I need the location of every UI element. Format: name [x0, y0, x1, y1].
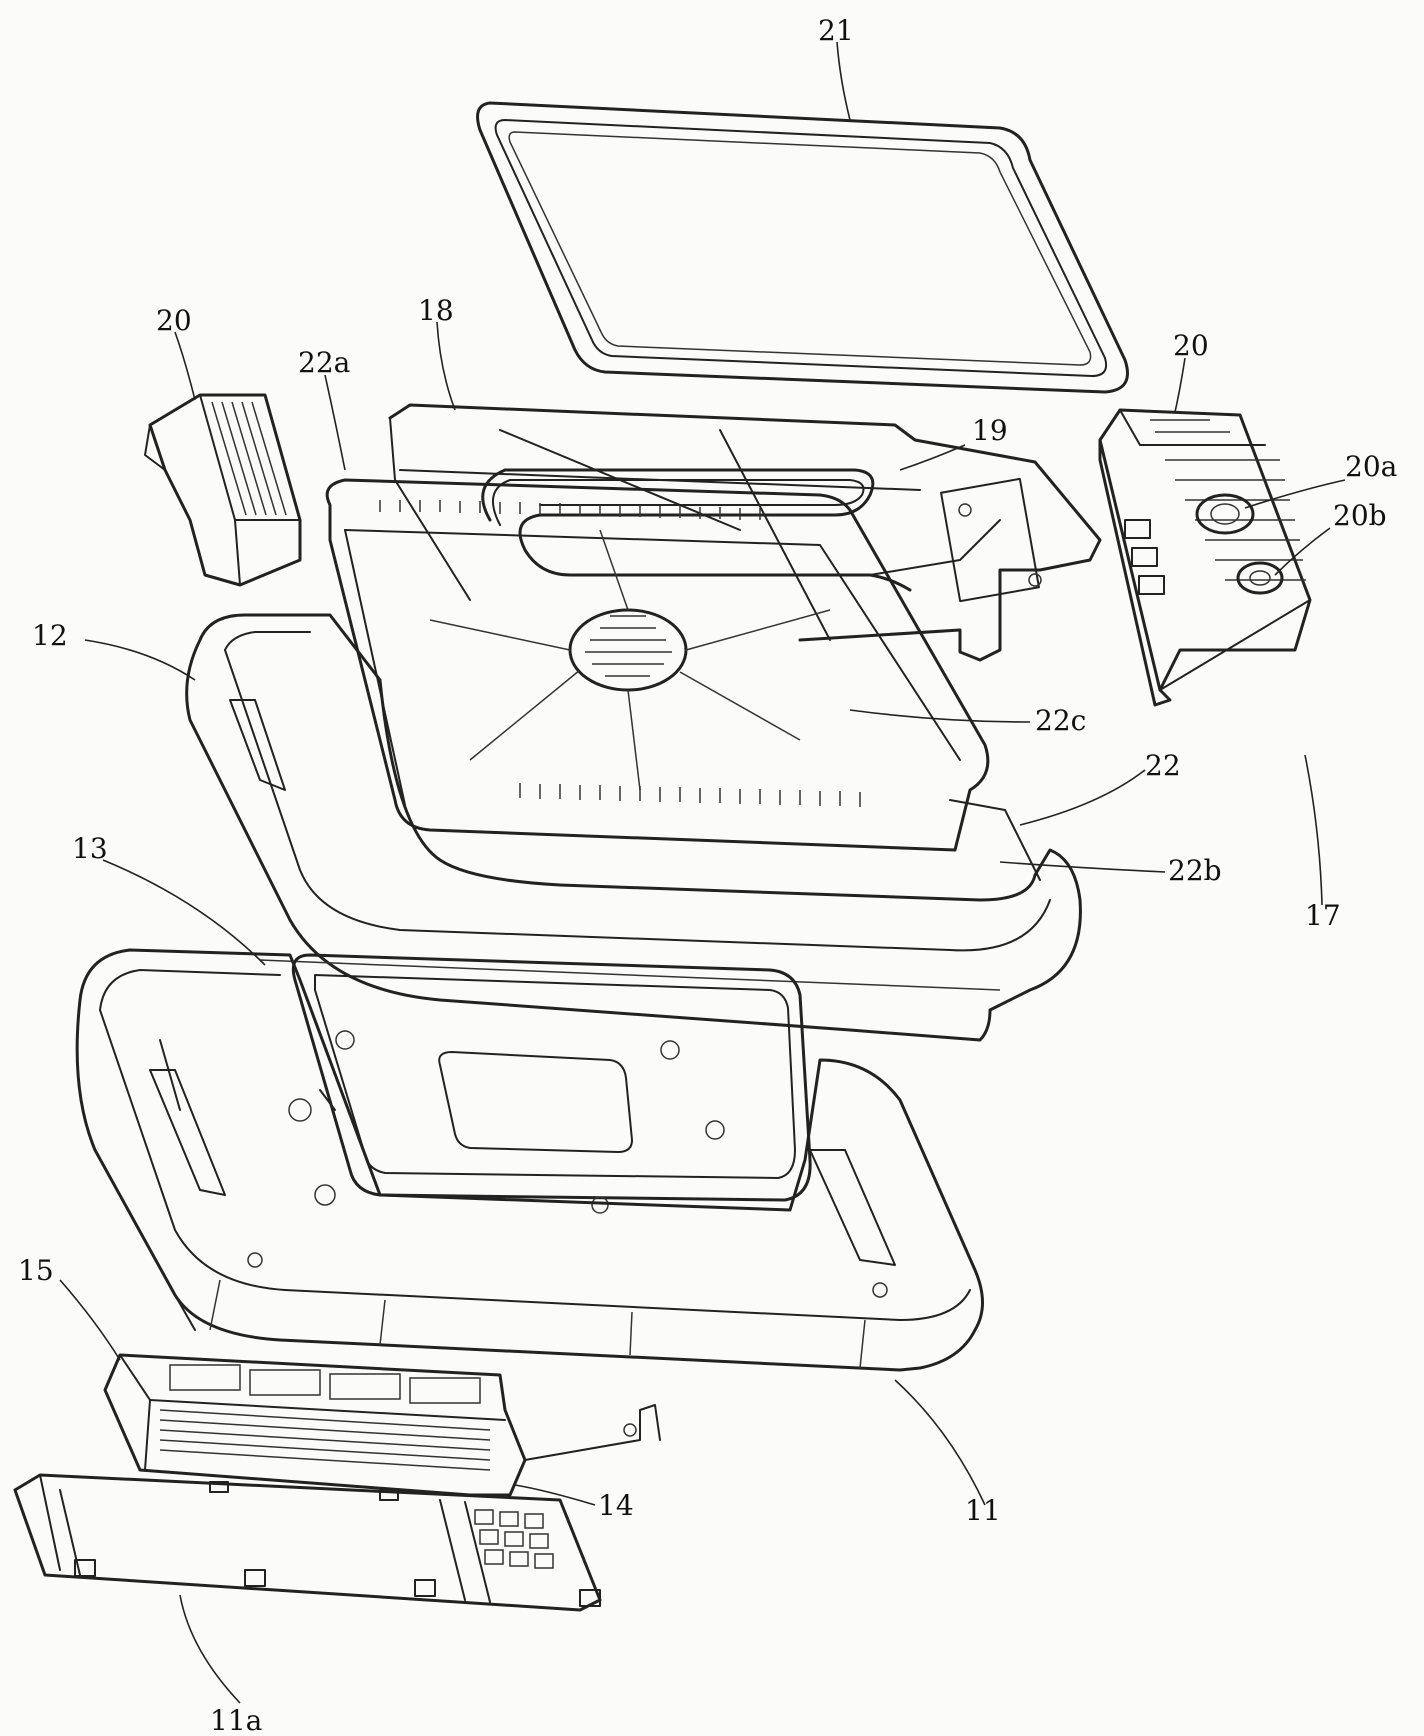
label-20-right: 20: [1173, 329, 1209, 362]
label-18: 18: [418, 294, 454, 327]
part-20-left-handle: [144, 393, 302, 587]
label-20-left: 20: [156, 304, 192, 337]
leader-lines: [59, 41, 1346, 1704]
label-22b: 22b: [1168, 854, 1222, 887]
part-22-drip-tray: [325, 478, 990, 852]
part-11-base-housing: [75, 948, 984, 1372]
label-14: 14: [598, 1489, 634, 1522]
drain-22c: [568, 608, 688, 692]
label-15: 15: [18, 1254, 54, 1287]
knob-20a-icon: [1195, 493, 1255, 535]
knob-20b-icon: [1236, 561, 1284, 595]
part-20-right-control-box: [1098, 408, 1312, 707]
label-22a: 22a: [298, 346, 350, 379]
part-labels: 21 20 18 22a 19 20 20a 20b 12 22c 22 22b…: [18, 14, 1397, 1736]
label-22: 22: [1145, 749, 1181, 782]
label-12: 12: [32, 619, 68, 652]
label-13: 13: [72, 832, 108, 865]
label-17: 17: [1305, 899, 1341, 932]
part-11a-bottom-plate: [13, 1473, 602, 1612]
label-20a: 20a: [1345, 450, 1397, 483]
label-22c: 22c: [1035, 704, 1086, 737]
label-11a: 11a: [210, 1704, 262, 1736]
part-15-heating-module: [103, 1353, 661, 1497]
part-21-cover-plate: [476, 101, 1129, 394]
label-21: 21: [818, 14, 854, 47]
part-19-heating-element: [481, 468, 1042, 603]
label-19: 19: [972, 414, 1008, 447]
label-20b: 20b: [1333, 499, 1387, 532]
label-11: 11: [965, 1494, 1001, 1527]
part-12-upper-body: [185, 613, 1082, 1042]
